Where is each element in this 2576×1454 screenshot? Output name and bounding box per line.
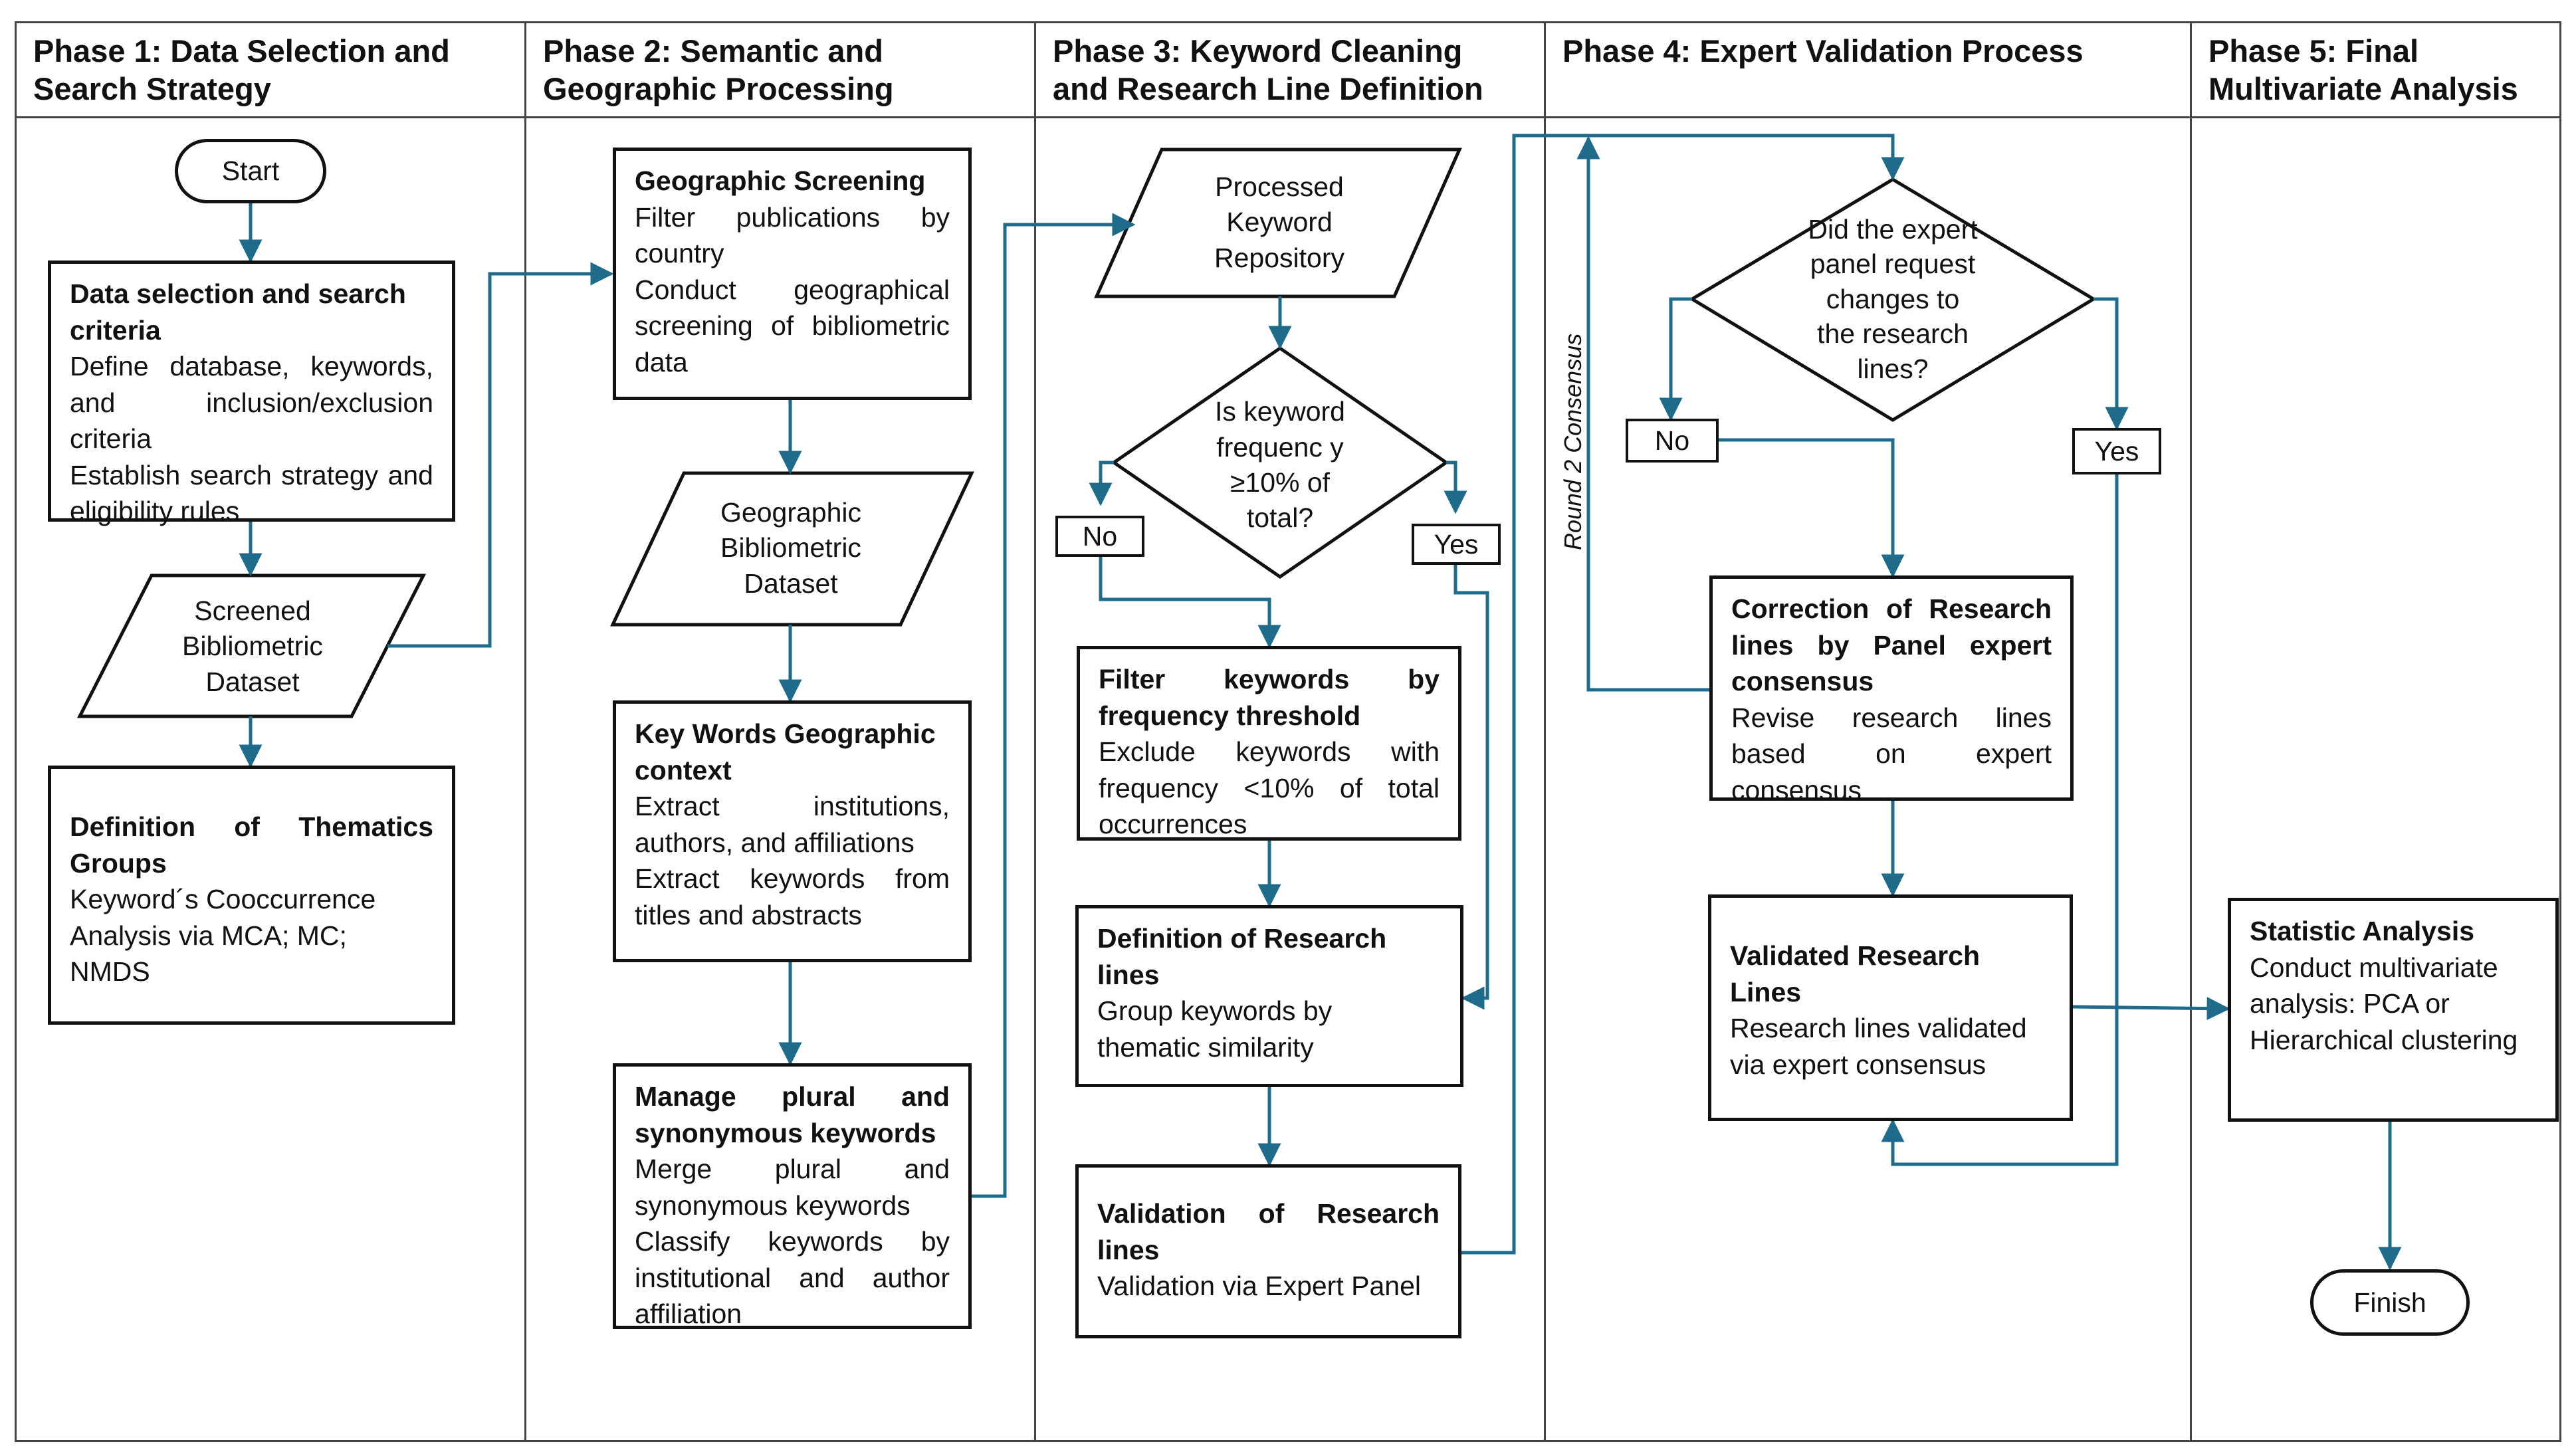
plural-synonym-desc-1: Merge plural and synonymous keywords xyxy=(635,1154,950,1221)
filter-keywords-box: Filter keywords by frequency threshold E… xyxy=(1077,646,1461,841)
start-terminator: Start xyxy=(175,139,326,203)
geo-screening-desc-1: Filter publications by country xyxy=(635,201,950,269)
keyword-repository-shape xyxy=(1094,148,1462,298)
panel-decision-label: Did the expert panel request changes to … xyxy=(1808,213,1978,384)
research-lines-definition-box: Definition of Research lines Group keywo… xyxy=(1075,905,1463,1087)
panel-decision-shape xyxy=(1689,177,2097,422)
phase-2-title: Phase 2: Semantic and Geographic Process… xyxy=(543,33,894,107)
geo-context-box: Key Words Geographic context Extract ins… xyxy=(613,700,972,962)
arrow-validated-to-statistic xyxy=(2072,997,2230,1021)
thematics-title: Definition of Thematics Groups xyxy=(70,811,433,879)
phase-4-title: Phase 4: Expert Validation Process xyxy=(1562,33,2084,68)
geo-context-desc-2: Extract keywords from titles and abstrac… xyxy=(635,863,950,930)
arrow-yes-to-definition xyxy=(1453,565,1489,1010)
phase-3-title: Phase 3: Keyword Cleaning and Research L… xyxy=(1053,33,1483,107)
data-selection-box: Data selection and search criteria Defin… xyxy=(48,260,455,526)
keyword-repository-label: Processed Keyword Repository xyxy=(1214,171,1344,273)
plural-synonym-desc-2: Classify keywords by institutional and a… xyxy=(635,1226,950,1330)
arrow-yes-to-validated xyxy=(1881,474,2119,1166)
data-selection-desc-1: Define database, keywords, and inclusion… xyxy=(70,351,433,455)
frequency-decision-label: Is keyword frequenc y ≥10% of total? xyxy=(1215,396,1345,534)
geo-context-title: Key Words Geographic context xyxy=(635,718,936,785)
validated-lines-desc: Research lines validated via expert cons… xyxy=(1730,1013,2027,1080)
lane-divider-3 xyxy=(1544,21,1546,1442)
research-lines-validation-box: Validation of Research lines Validation … xyxy=(1075,1164,1461,1338)
statistic-analysis-desc: Conduct multivariate analysis: PCA or Hi… xyxy=(2250,952,2518,1055)
statistic-analysis-title: Statistic Analysis xyxy=(2250,916,2475,946)
line-decision-to-no xyxy=(1089,461,1114,506)
round-2-consensus-label: Round 2 Consensus xyxy=(1559,333,1586,550)
screened-dataset-label: Screened Bibliometric Dataset xyxy=(182,595,323,697)
arrow-no-to-correction xyxy=(1719,438,1905,578)
geo-screening-desc-2: Conduct geographical screening of biblio… xyxy=(635,274,950,377)
decision-yes-label: Yes xyxy=(1412,524,1501,565)
line-panel-decision-to-yes xyxy=(2093,297,2129,431)
validated-lines-title: Validated Research Lines xyxy=(1730,940,1981,1007)
filter-keywords-title: Filter keywords by frequency threshold xyxy=(1099,664,1440,731)
filter-keywords-desc: Exclude keywords with frequency <10% of … xyxy=(1099,736,1440,840)
geo-dataset-label: Geographic Bibliometric Dataset xyxy=(720,497,861,599)
plural-synonym-title: Manage plural and synonymous keywords xyxy=(635,1081,950,1148)
phase-5-title: Phase 5: Final Multivariate Analysis xyxy=(2208,33,2518,107)
correction-desc: Revise research lines based on expert co… xyxy=(1731,702,2052,805)
screened-dataset-shape xyxy=(76,573,427,718)
geo-screening-box: Geographic Screening Filter publications… xyxy=(613,148,972,400)
research-lines-definition-title: Definition of Research lines xyxy=(1097,923,1387,990)
arrow-no-to-filter xyxy=(1099,557,1281,649)
correction-box: Correction of Research lines by Panel ex… xyxy=(1709,575,2074,805)
panel-no-label: No xyxy=(1626,419,1719,463)
frequency-decision-shape xyxy=(1111,346,1449,579)
finish-terminator: Finish xyxy=(2310,1269,2470,1336)
geo-context-desc-1: Extract institutions, authors, and affil… xyxy=(635,791,950,858)
arrow-screened-to-geo-screening xyxy=(387,262,614,648)
arrow-correction-round2 xyxy=(1576,136,1709,692)
correction-title: Correction of Research lines by Panel ex… xyxy=(1731,593,2052,697)
data-selection-desc-2: Establish search strategy and eligibilit… xyxy=(70,459,433,527)
geographic-dataset-shape xyxy=(610,471,974,627)
thematics-desc: Keyword´s Cooccurrence Analysis via MCA;… xyxy=(70,884,376,987)
research-lines-validation-title: Validation of Research lines xyxy=(1097,1198,1440,1265)
diagram-frame xyxy=(15,21,2561,1442)
panel-yes-label: Yes xyxy=(2072,428,2161,474)
arrow-plural-to-repository xyxy=(972,213,1136,1198)
lane-divider-4 xyxy=(2190,21,2192,1442)
phase-1-title: Phase 1: Data Selection and Search Strat… xyxy=(33,33,450,107)
research-lines-definition-desc: Group keywords by thematic similarity xyxy=(1097,995,1333,1063)
line-panel-decision-to-no xyxy=(1659,297,1692,421)
data-selection-title: Data selection and search criteria xyxy=(70,278,406,346)
validated-lines-box: Validated Research Lines Research lines … xyxy=(1708,894,2073,1121)
arrow-validation-to-panel xyxy=(1461,134,1905,1255)
line-decision-to-yes xyxy=(1444,461,1467,514)
geo-screening-title: Geographic Screening xyxy=(635,165,926,196)
decision-no-label: No xyxy=(1055,516,1144,557)
plural-synonym-box: Manage plural and synonymous keywords Me… xyxy=(613,1063,972,1329)
lane-divider-1 xyxy=(524,21,526,1442)
research-lines-validation-desc: Validation via Expert Panel xyxy=(1097,1271,1421,1302)
statistic-analysis-box: Statistic Analysis Conduct multivariate … xyxy=(2228,898,2559,1122)
thematics-box: Definition of Thematics Groups Keyword´s… xyxy=(48,766,455,1025)
header-divider xyxy=(15,116,2561,118)
lane-divider-2 xyxy=(1034,21,1036,1442)
